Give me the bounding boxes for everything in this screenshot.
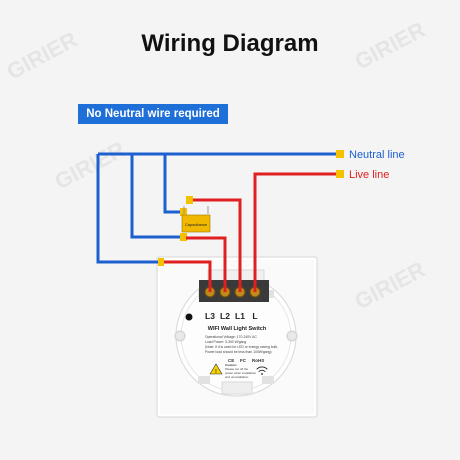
module-spec-3: (Note: If it is used for LED or energy s… — [205, 345, 278, 349]
cert-rohs: RoHS — [252, 358, 264, 363]
no-neutral-badge: No Neutral wire required — [78, 104, 228, 124]
neutral-wire-branch-b — [163, 154, 184, 214]
neutral-wire-branch-a — [130, 154, 184, 239]
live-wire-l2 — [186, 236, 227, 292]
capacitor-icon: Capacitance — [181, 206, 211, 233]
warning-icon: ! — [209, 363, 223, 375]
caution-line-1: Caution: — [225, 363, 237, 367]
cert-ce: CE — [228, 358, 234, 363]
neutral-line-label: Neutral line — [349, 149, 405, 161]
cert-fc: FC — [240, 358, 247, 363]
svg-text:!: ! — [215, 369, 217, 375]
capacitance-label: Capacitance — [185, 222, 208, 227]
live-wire-l1 — [190, 198, 242, 292]
module-spec-4: Power load should be less than 100W/gang… — [205, 350, 272, 354]
live-connector-l1 — [186, 196, 193, 204]
switch-plate — [156, 256, 318, 418]
terminal-label-l: L — [252, 311, 257, 321]
watermark-mid: GIRIER — [51, 137, 130, 195]
wifi-icon — [256, 366, 268, 375]
page-title: Wiring Diagram — [141, 30, 319, 57]
live-line-label: Live line — [349, 169, 389, 181]
caution-line-2: Please cut off the — [225, 367, 248, 371]
caution-line-3: power when installation — [225, 371, 257, 375]
watermark-left: GIRIER — [3, 27, 82, 85]
live-wire-main — [253, 172, 338, 292]
terminal-label-l3: L3 — [205, 311, 215, 321]
live-wire-l3 — [164, 260, 212, 292]
caution-line-4: and uninstallation — [225, 375, 249, 379]
terminal-label-l1: L1 — [235, 311, 245, 321]
neutral-connector-a — [180, 233, 187, 241]
terminal-block — [199, 280, 269, 302]
live-connector-end — [336, 170, 344, 178]
module-name: WIFI Wall Light Switch — [208, 326, 267, 332]
watermark-lower: GIRIER — [351, 257, 430, 315]
live-wires — [164, 172, 338, 292]
module-spec-2: Load Power: 3-300 W/gang — [205, 340, 246, 344]
watermark-right: GIRIER — [351, 17, 430, 75]
terminal-label-l2: L2 — [220, 311, 230, 321]
indicator-dot — [185, 313, 193, 321]
module-spec-1: Operational Voltage: 170-240V AC — [205, 335, 257, 339]
neutral-connector-b — [180, 208, 187, 216]
neutral-connector-plate — [158, 258, 164, 266]
neutral-wires — [96, 152, 338, 264]
neutral-connector-end — [336, 150, 344, 158]
neutral-wire-main — [96, 152, 338, 264]
